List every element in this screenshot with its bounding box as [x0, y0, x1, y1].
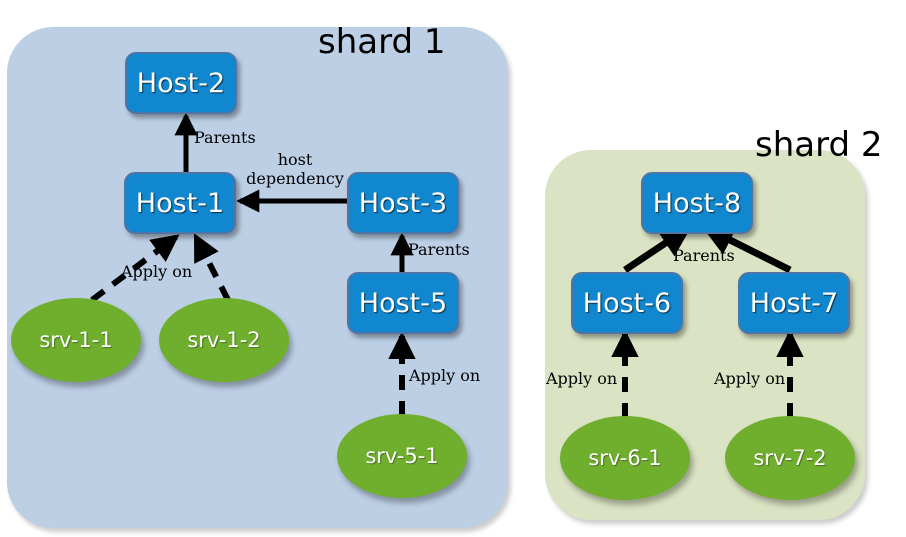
node-host-1-label: Host-1	[135, 187, 225, 219]
node-host-2-label: Host-2	[136, 67, 226, 99]
node-host-5-label: Host-5	[358, 287, 448, 319]
edge-label-apply-on-host1: Apply on	[121, 262, 193, 281]
node-host-6-label: Host-6	[582, 287, 672, 319]
node-srv-1-1-label: srv-1-1	[39, 327, 113, 352]
node-srv-1-2[interactable]: srv-1-2	[159, 298, 289, 382]
host-dependency-line-1: host	[277, 150, 313, 169]
shard-1-label: shard 1	[318, 22, 446, 62]
node-srv-1-1[interactable]: srv-1-1	[11, 298, 141, 382]
node-host-7[interactable]: Host-7	[738, 272, 850, 334]
shard-2-label: shard 2	[755, 125, 883, 165]
edge-label-apply-on-host7: Apply on	[714, 369, 786, 388]
node-srv-7-2-label: srv-7-2	[753, 445, 827, 470]
node-host-2[interactable]: Host-2	[125, 52, 237, 114]
edge-label-parents-host2: Parents	[194, 128, 256, 147]
node-srv-5-1[interactable]: srv-5-1	[337, 414, 467, 498]
edge-label-apply-on-host5: Apply on	[409, 366, 481, 385]
node-srv-7-2[interactable]: srv-7-2	[725, 416, 855, 500]
node-srv-6-1-label: srv-6-1	[588, 445, 662, 470]
node-host-6[interactable]: Host-6	[571, 272, 683, 334]
edge-label-apply-on-host6: Apply on	[546, 369, 618, 388]
node-host-5[interactable]: Host-5	[347, 272, 459, 334]
node-host-1[interactable]: Host-1	[124, 172, 236, 234]
node-host-3-label: Host-3	[358, 187, 448, 219]
node-host-7-label: Host-7	[749, 287, 839, 319]
node-host-8-label: Host-8	[652, 187, 742, 219]
node-host-8[interactable]: Host-8	[641, 172, 753, 234]
edge-label-parents-host3: Parents	[408, 240, 470, 259]
edge-label-parents-host8: Parents	[673, 246, 735, 265]
node-srv-5-1-label: srv-5-1	[365, 443, 439, 468]
node-host-3[interactable]: Host-3	[347, 172, 459, 234]
node-srv-1-2-label: srv-1-2	[187, 327, 261, 352]
node-srv-6-1[interactable]: srv-6-1	[560, 416, 690, 500]
edge-label-host-dependency: host dependency	[240, 150, 350, 188]
host-dependency-line-2: dependency	[246, 169, 344, 188]
